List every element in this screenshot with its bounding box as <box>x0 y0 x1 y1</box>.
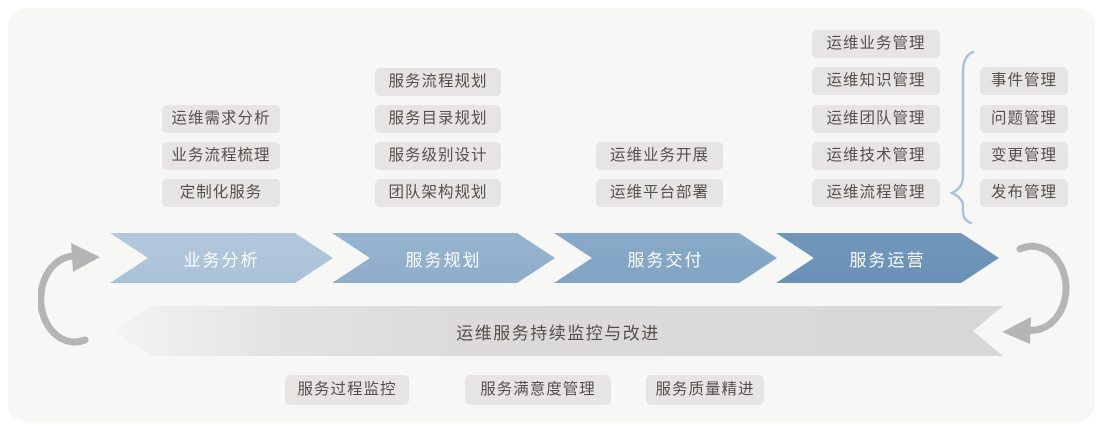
cycle-arrow-right-icon <box>1002 242 1070 344</box>
stage-chevron-service-planning: 服务规划 <box>332 233 555 283</box>
stage-label: 服务交付 <box>627 250 704 270</box>
process-group-tag: 问题管理 <box>980 105 1068 133</box>
stage4-item-tag: 运维技术管理 <box>812 142 940 170</box>
stage2-item-tag: 团队架构规划 <box>375 179 501 207</box>
group-brace-icon <box>949 50 975 225</box>
process-group-tag: 发布管理 <box>980 179 1068 207</box>
feedback-band: 运维服务持续监控与改进 <box>113 306 1003 356</box>
stage4-item-tag: 运维流程管理 <box>812 179 940 207</box>
stage2-item-tag: 服务流程规划 <box>375 68 501 96</box>
stage2-item-tag: 服务目录规划 <box>375 105 501 133</box>
feedback-band-label: 运维服务持续监控与改进 <box>456 323 660 343</box>
stage4-item-tag: 运维团队管理 <box>812 105 940 133</box>
stage4-item-tag: 运维知识管理 <box>812 67 940 95</box>
stage-label: 服务运营 <box>849 250 926 270</box>
stage3-item-tag: 运维平台部署 <box>596 179 723 207</box>
stage4-item-tag: 运维业务管理 <box>812 30 940 58</box>
monitoring-tag: 服务过程监控 <box>285 375 409 405</box>
stage3-item-tag: 运维业务开展 <box>596 142 723 170</box>
process-group-tag: 事件管理 <box>980 67 1068 95</box>
stage1-item-tag: 运维需求分析 <box>162 105 280 133</box>
stage-label: 服务规划 <box>405 250 482 270</box>
stage-label: 业务分析 <box>183 250 260 270</box>
monitoring-tag: 服务满意度管理 <box>465 375 611 405</box>
process-group-tag: 变更管理 <box>980 142 1068 170</box>
stage2-item-tag: 服务级别设计 <box>375 142 501 170</box>
cycle-arrow-left-icon <box>38 243 100 346</box>
stage1-item-tag: 定制化服务 <box>162 179 280 207</box>
monitoring-tag: 服务质量精进 <box>646 375 764 405</box>
stage1-item-tag: 业务流程梳理 <box>162 142 280 170</box>
